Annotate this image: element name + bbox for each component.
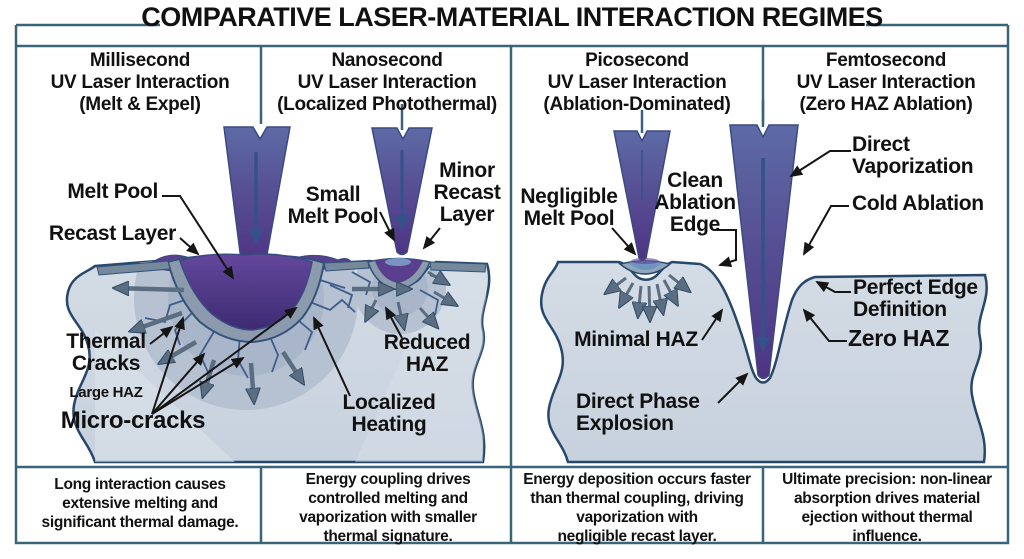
- laser-beam-millisecond: [223, 126, 291, 265]
- label-large-haz: Large HAZ: [69, 384, 143, 401]
- label-minor-recast-layer: Minor Recast Layer: [433, 159, 501, 226]
- label-thermal-cracks: Thermal Cracks: [66, 330, 146, 375]
- label-perfect-edge-definition: Perfect Edge Definition: [853, 276, 978, 321]
- page-title: COMPARATIVE LASER-MATERIAL INTERACTION R…: [141, 2, 883, 32]
- label-recast-layer: Recast Layer: [48, 222, 176, 245]
- negligible-melt-pool-shape: [618, 258, 672, 275]
- label-reduced-haz: Reduced HAZ: [383, 331, 471, 376]
- melt-pool-shape: [149, 253, 353, 344]
- label-leader-arrows: [149, 150, 851, 415]
- label-minimal-haz: Minimal HAZ: [574, 328, 698, 351]
- label-direct-vaporization: Direct Vaporization: [852, 133, 974, 178]
- caption-millisecond: Long interaction causes extensive meltin…: [41, 476, 239, 531]
- frame-lines: [14, 23, 1010, 545]
- laser-beam-nanosecond: [371, 127, 433, 256]
- label-localized-heating: Localized Heating: [342, 391, 436, 436]
- header-millisecond: Millisecond UV Laser Interaction (Melt &…: [50, 50, 230, 115]
- caption-nanosecond: Energy coupling drives controlled meltin…: [299, 471, 477, 545]
- surface-recast-strips: [96, 260, 487, 276]
- caption-picosecond: Energy deposition occurs faster than the…: [523, 471, 751, 545]
- header-picosecond: Picosecond UV Laser Interaction (Ablatio…: [543, 50, 731, 115]
- header-nanosecond: Nanosecond UV Laser Interaction (Localiz…: [277, 50, 497, 115]
- laser-beam-femtosecond: [729, 100, 799, 380]
- label-direct-phase-explosion: Direct Phase Explosion: [576, 390, 700, 435]
- label-micro-cracks: Micro-cracks: [60, 407, 206, 434]
- label-small-melt-pool: Small Melt Pool: [287, 183, 379, 228]
- label-zero-haz: Zero HAZ: [848, 325, 950, 351]
- label-melt-pool: Melt Pool: [67, 180, 158, 203]
- label-cold-ablation: Cold Ablation: [852, 192, 984, 215]
- caption-femtosecond: Ultimate precision: non-linear absorptio…: [782, 471, 992, 545]
- label-negligible-melt-pool: Negligible Melt Pool: [520, 185, 618, 230]
- label-clean-ablation-edge: Clean Ablation Edge: [654, 169, 736, 236]
- header-femtosecond: Femtosecond UV Laser Interaction (Zero H…: [796, 50, 976, 115]
- heat-flow-arrows: [115, 272, 689, 402]
